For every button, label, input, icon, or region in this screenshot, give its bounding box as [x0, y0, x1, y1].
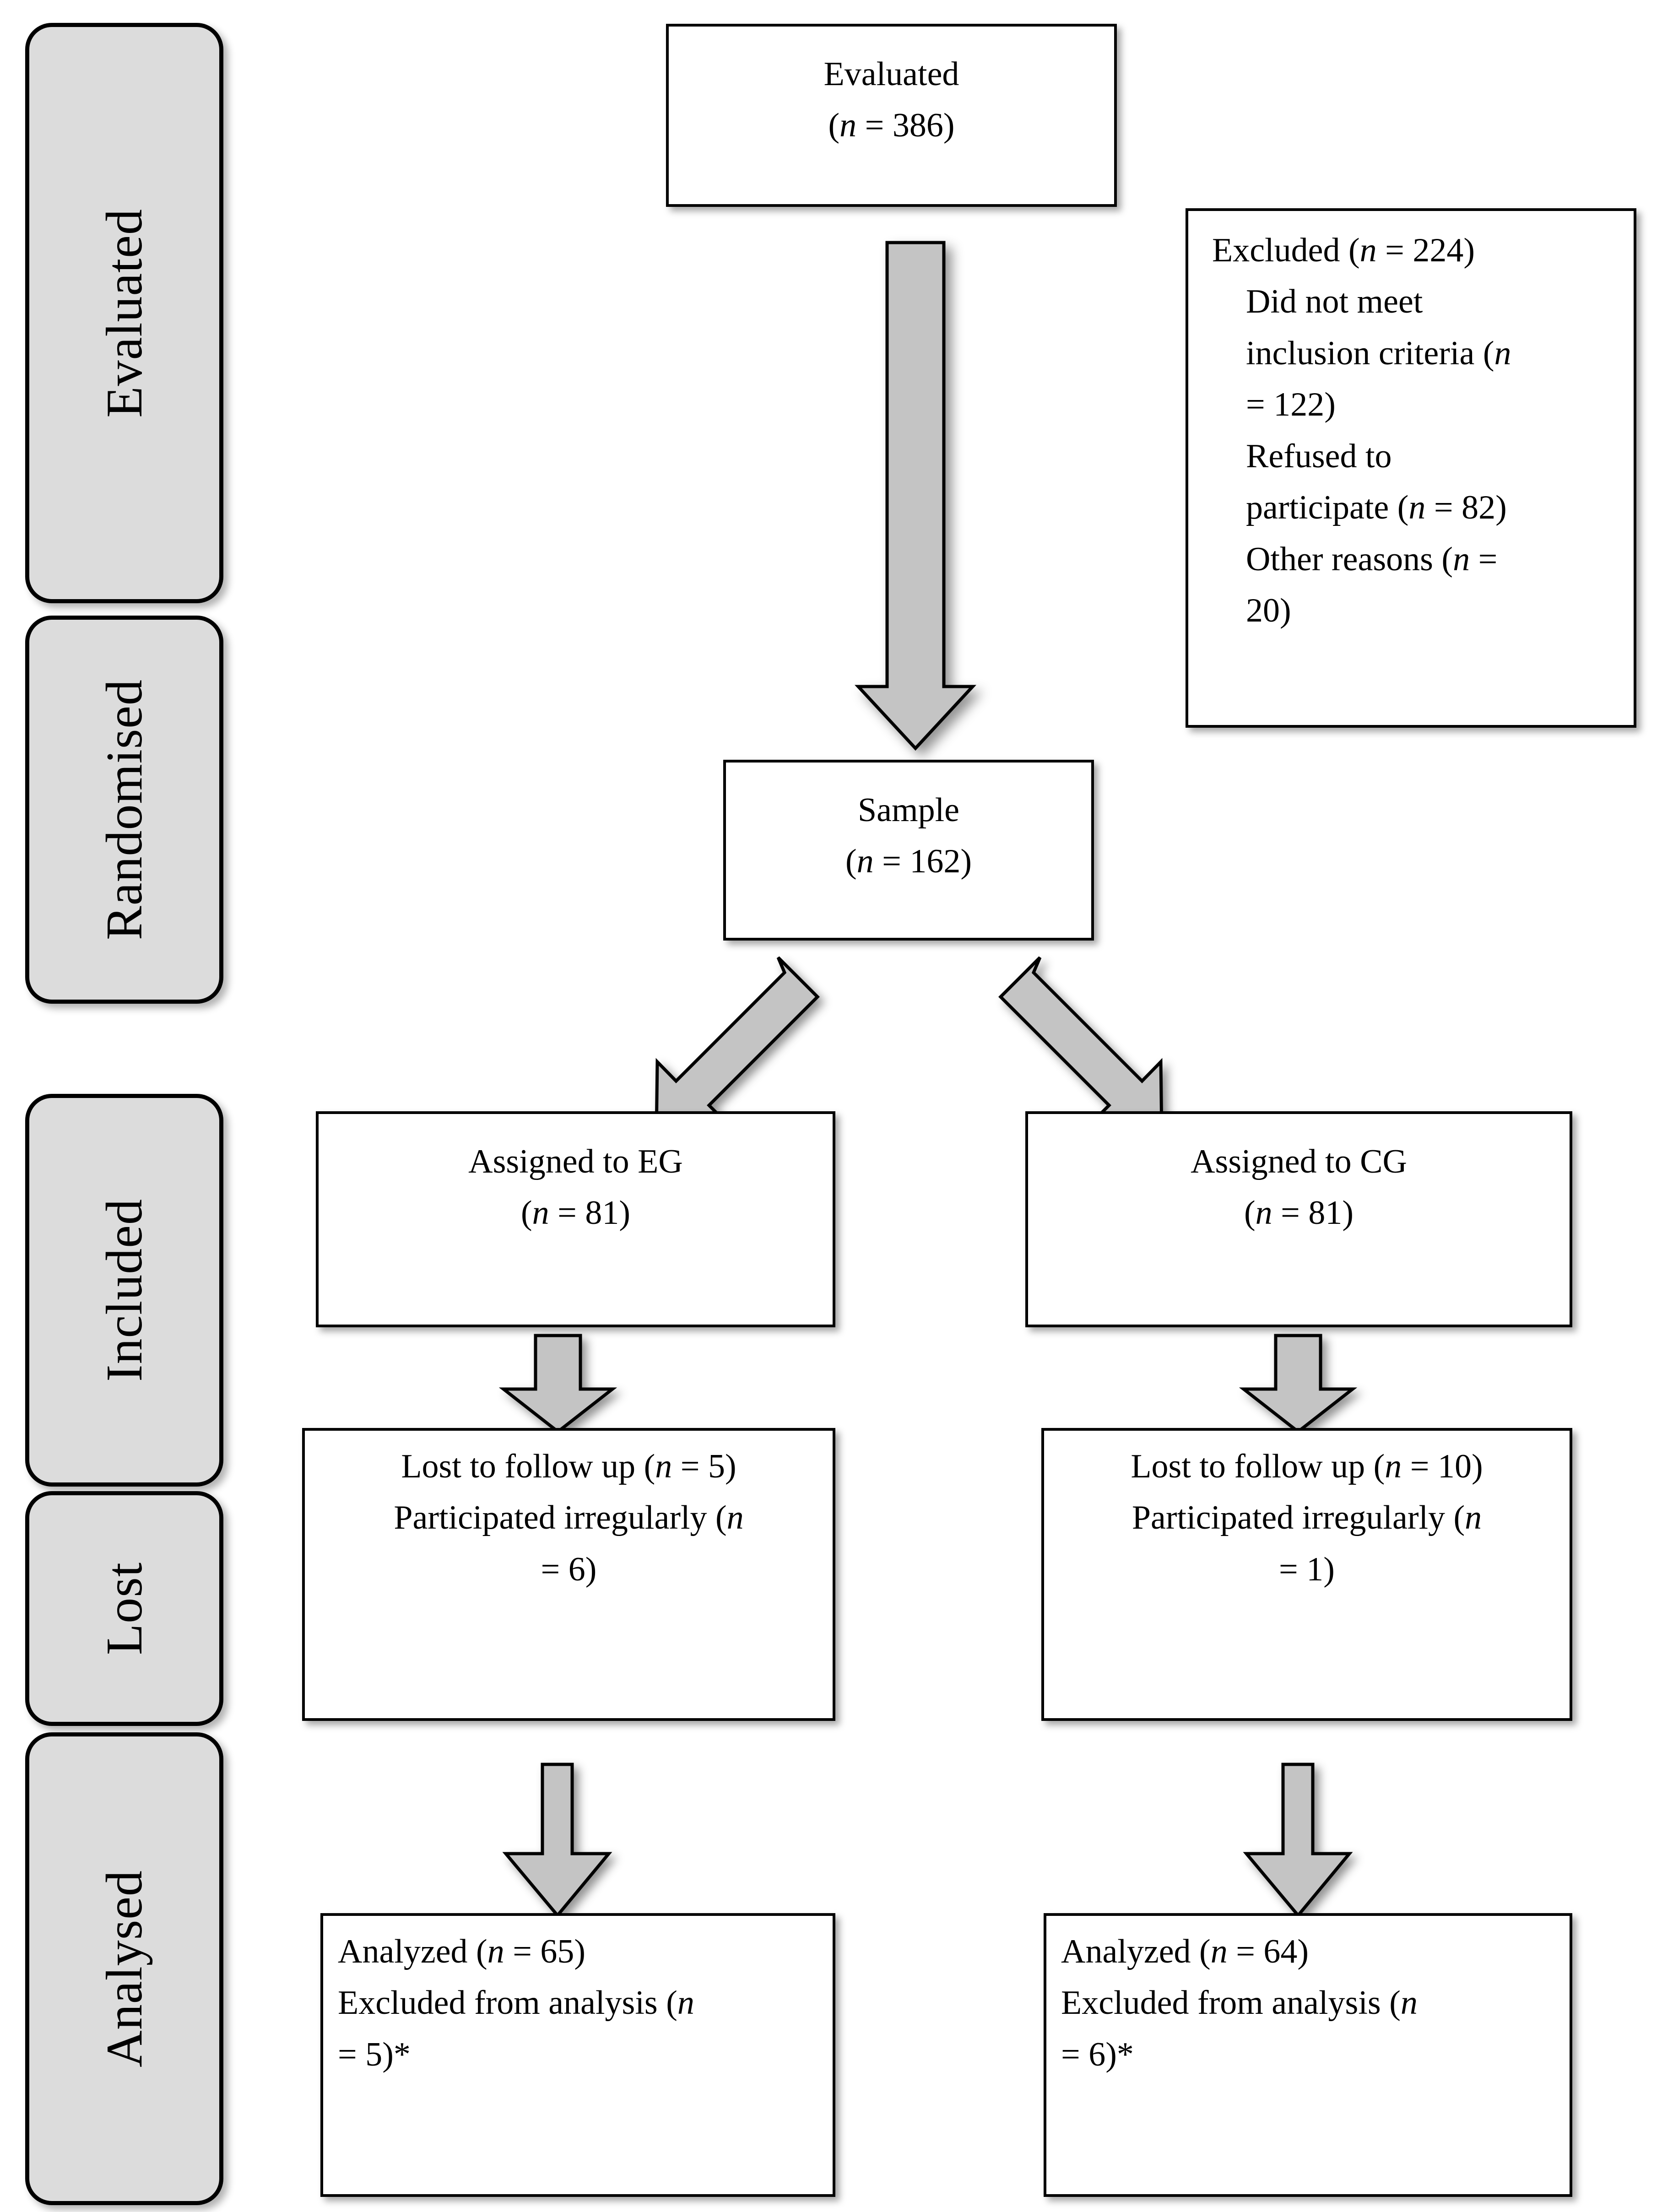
box-analyzed-cg-line2: Excluded from analysis (n — [1061, 1984, 1418, 2022]
n-symbol: n — [1255, 1194, 1272, 1232]
box-excluded-reason3: Other reasons (n = — [1246, 540, 1498, 578]
phase-label-evaluated: Evaluated — [25, 23, 223, 603]
arrow-eg-assigned-to-lost — [498, 1334, 617, 1434]
box-sample: Sample (n = 162) — [723, 760, 1094, 941]
n-symbol: n — [487, 1933, 504, 1970]
n-symbol: n — [1408, 489, 1426, 527]
box-analyzed-eg-line1: Analyzed (n = 65) — [338, 1933, 586, 1970]
box-analyzed-cg: Analyzed (n = 64) Excluded from analysis… — [1044, 1913, 1572, 2197]
box-lost-cg-line2: Participated irregularly (n — [1132, 1499, 1482, 1537]
box-evaluated-line2: (n = 386) — [828, 107, 955, 145]
box-lost-eg-line3: = 6) — [541, 1550, 597, 1588]
arrow-cg-assigned-to-lost — [1239, 1334, 1358, 1434]
arrow-evaluated-to-sample — [854, 241, 977, 751]
n-symbol: n — [1385, 1448, 1402, 1485]
box-excluded-reason1: Did not meet — [1246, 283, 1423, 321]
box-excluded-reason1-count: = 122) — [1246, 386, 1336, 424]
phase-label-randomised: Randomised — [25, 616, 223, 1004]
n-symbol: n — [1494, 334, 1511, 372]
arrow-sample-to-cg — [998, 956, 1164, 1136]
box-evaluated: Evaluated (n = 386) — [666, 24, 1117, 207]
box-lost-cg-line3: = 1) — [1279, 1550, 1335, 1588]
box-excluded-reason1-cont: inclusion criteria (n — [1246, 334, 1511, 372]
box-assigned-cg: Assigned to CG (n = 81) — [1025, 1111, 1572, 1327]
n-symbol: n — [839, 107, 857, 145]
phase-label-lost-text: Lost — [96, 1562, 153, 1655]
phase-label-analysed-text: Analysed — [96, 1870, 153, 2067]
n-symbol: n — [1210, 1933, 1228, 1970]
n-symbol: n — [1400, 1984, 1418, 2022]
arrow-eg-lost-to-analyzed — [502, 1763, 612, 1918]
phase-label-included-text: Included — [96, 1199, 153, 1382]
n-symbol: n — [1453, 540, 1470, 578]
phase-label-lost: Lost — [25, 1491, 223, 1726]
n-symbol: n — [1359, 232, 1377, 269]
box-lost-eg-line1: Lost to follow up (n = 5) — [401, 1448, 736, 1485]
box-sample-line2: (n = 162) — [845, 843, 972, 881]
box-assigned-eg-line1: Assigned to EG — [468, 1143, 683, 1180]
box-analyzed-cg-line1: Analyzed (n = 64) — [1061, 1933, 1309, 1970]
box-lost-cg: Lost to follow up (n = 10) Participated … — [1041, 1428, 1572, 1721]
phase-label-randomised-text: Randomised — [96, 679, 153, 940]
phase-label-evaluated-text: Evaluated — [96, 208, 153, 418]
box-lost-eg-line2: Participated irregularly (n — [394, 1499, 744, 1537]
n-symbol: n — [726, 1499, 744, 1537]
box-analyzed-eg-line2: Excluded from analysis (n — [338, 1984, 694, 2022]
box-assigned-eg: Assigned to EG (n = 81) — [316, 1111, 835, 1327]
n-symbol: n — [677, 1984, 694, 2022]
box-lost-eg: Lost to follow up (n = 5) Participated i… — [302, 1428, 835, 1721]
box-assigned-eg-line2: (n = 81) — [520, 1194, 631, 1232]
box-analyzed-cg-line3: = 6)* — [1061, 2035, 1134, 2073]
box-assigned-cg-line2: (n = 81) — [1244, 1194, 1354, 1232]
arrow-sample-to-eg — [655, 956, 820, 1136]
phase-label-included: Included — [25, 1094, 223, 1487]
n-symbol: n — [532, 1194, 549, 1232]
box-excluded-reason2: Refused to — [1246, 437, 1392, 475]
box-assigned-cg-line1: Assigned to CG — [1191, 1143, 1407, 1180]
phase-label-analysed: Analysed — [25, 1732, 223, 2205]
box-analyzed-eg-line3: = 5)* — [338, 2035, 411, 2073]
box-excluded-reason3-count: 20) — [1246, 592, 1291, 630]
n-symbol: n — [655, 1448, 672, 1485]
box-excluded: Excluded (n = 224) Did not meet inclusio… — [1186, 208, 1636, 728]
box-excluded-heading: Excluded (n = 224) — [1212, 232, 1475, 269]
arrow-cg-lost-to-analyzed — [1243, 1763, 1353, 1918]
box-sample-line1: Sample — [858, 791, 959, 829]
n-symbol: n — [856, 843, 874, 881]
n-symbol: n — [1465, 1499, 1482, 1537]
box-analyzed-eg: Analyzed (n = 65) Excluded from analysis… — [320, 1913, 835, 2197]
box-lost-cg-line1: Lost to follow up (n = 10) — [1131, 1448, 1483, 1485]
box-evaluated-line1: Evaluated — [823, 55, 959, 93]
box-excluded-reason2-cont: participate (n = 82) — [1246, 489, 1507, 527]
